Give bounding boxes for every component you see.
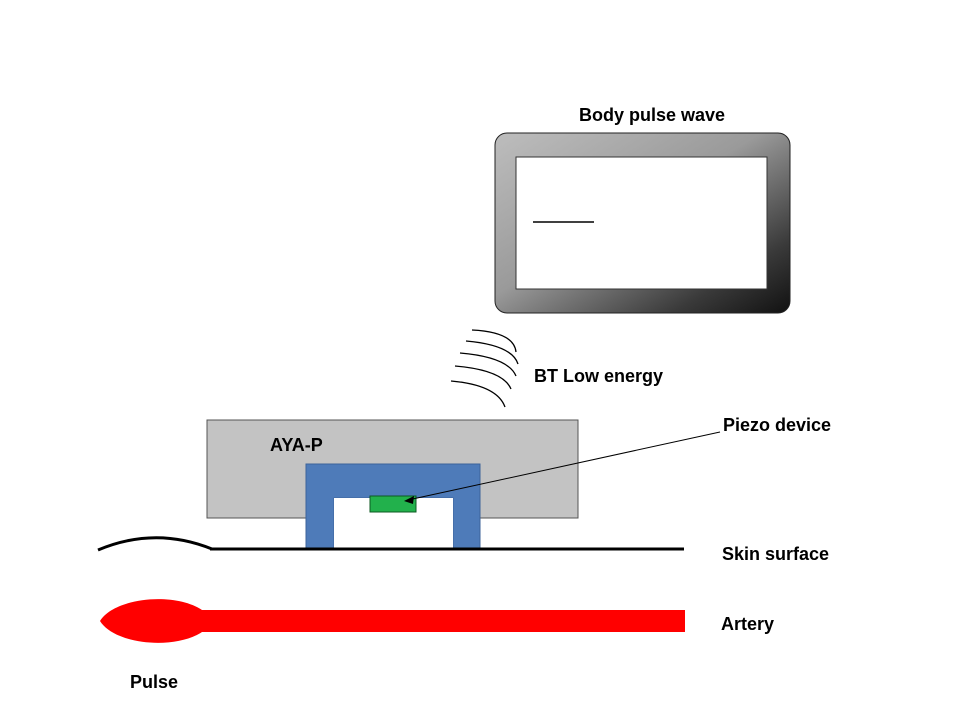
piezo-label: Piezo device <box>723 415 831 435</box>
bt-label: BT Low energy <box>534 366 663 386</box>
pulse-label: Pulse <box>130 672 178 692</box>
display-title: Body pulse wave <box>579 105 725 125</box>
device-label: AYA-P <box>270 435 323 455</box>
piezo-arrow-head <box>404 496 414 504</box>
piezo-element <box>369 495 417 513</box>
bluetooth-wave-icon <box>450 329 519 408</box>
artery-label: Artery <box>721 614 774 634</box>
skin-bulge <box>97 536 213 552</box>
display-screen <box>515 156 768 290</box>
skin-label: Skin surface <box>722 544 829 564</box>
artery <box>100 599 685 643</box>
piezo-leader-line <box>407 431 721 501</box>
